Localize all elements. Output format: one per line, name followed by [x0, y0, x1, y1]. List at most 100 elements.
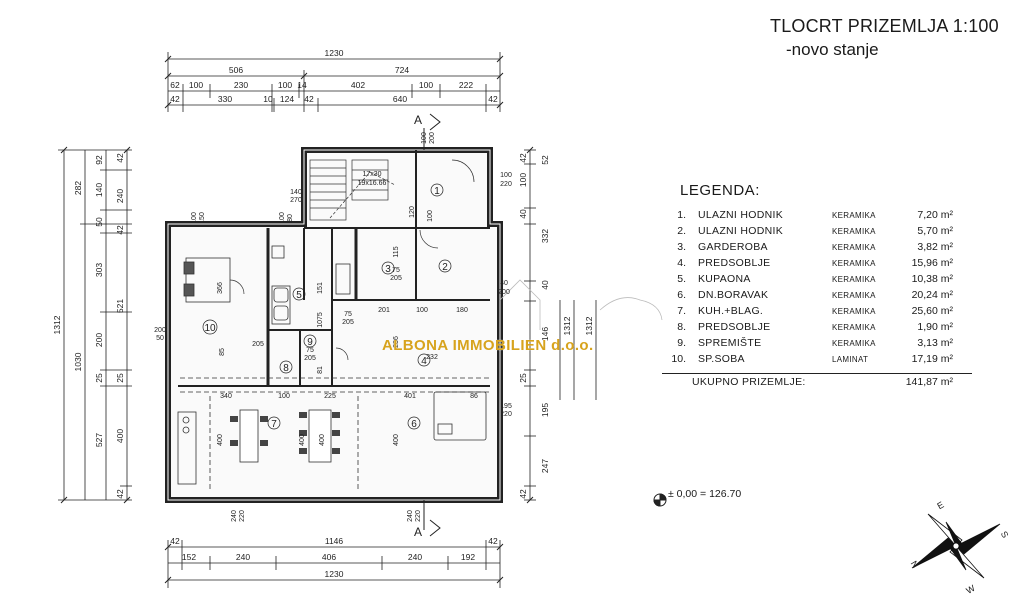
inner-dim: 220 — [500, 181, 512, 188]
dim-top-r3: 124 — [280, 94, 294, 104]
dim-left-outer: 1312 — [52, 315, 62, 334]
plan-graphic — [267, 416, 281, 430]
plan-graphic — [329, 171, 396, 219]
compass-w: W — [964, 583, 977, 596]
inner-dim: 400 — [393, 434, 400, 446]
dim-left-b: 527 — [94, 433, 104, 447]
dim-top-r3: 640 — [393, 94, 407, 104]
dim-right: 25 — [518, 373, 528, 383]
legend-name: GARDEROBA — [698, 241, 768, 253]
dim-top-r3: 10 — [263, 94, 273, 104]
dim-bottom-r1: 1146 — [325, 536, 344, 546]
dim-right: 332 — [540, 229, 550, 243]
legend-num: 1. — [677, 209, 686, 221]
plan-graphic — [123, 146, 131, 154]
legend-material: KERAMIKA — [832, 307, 876, 316]
plan-graphic — [499, 279, 663, 330]
legend-name: ULAZNI HODNIK — [698, 209, 783, 221]
inner-dim: 17x30 — [362, 171, 381, 178]
plan-graphic — [332, 448, 340, 454]
plan-graphic — [308, 409, 332, 463]
plan-graphic — [273, 287, 289, 303]
inner-dim: 200 — [154, 327, 166, 334]
plan-graphic — [335, 347, 349, 361]
dim-top-r2: 100 — [278, 80, 292, 90]
legend-name: SPREMIŠTE — [698, 337, 762, 349]
dim-left-a: 1030 — [73, 352, 83, 371]
inner-dim: 220 — [415, 510, 422, 522]
legend-material: KERAMIKA — [832, 259, 876, 268]
inner-dim: 100 — [427, 210, 434, 222]
plan-graphic — [496, 101, 504, 109]
dim-left-c: 25 — [115, 373, 125, 383]
dim-right: 146 — [540, 327, 550, 341]
legend-name: PREDSOBLJE — [698, 257, 771, 269]
inner-dim: 40 — [500, 280, 508, 287]
plan-graphic — [437, 423, 453, 435]
inner-dim: 201 — [378, 307, 390, 314]
plan-graphic — [177, 245, 487, 485]
plan-graphic — [164, 101, 172, 109]
inner-dim: 75 — [392, 267, 400, 274]
plan-graphic — [599, 297, 663, 321]
inner-dim: 140 — [290, 189, 302, 196]
dim-right: 100 — [518, 173, 528, 187]
plan-graphic — [496, 72, 504, 80]
legend-material: KERAMIKA — [832, 323, 876, 332]
plan-graphic — [182, 426, 190, 434]
legend-material: KERAMIKA — [832, 291, 876, 300]
dim-top-r1: 724 — [395, 65, 409, 75]
compass-e: E — [935, 500, 945, 512]
compass-s: S — [999, 529, 1011, 539]
inner-dim: 1075 — [317, 312, 324, 328]
legend-num: 6. — [677, 289, 686, 301]
plan-graphic — [407, 416, 421, 430]
inner-dim: 80 — [287, 214, 294, 222]
dim-right: 247 — [540, 459, 550, 473]
inner-dim: 100 — [279, 212, 286, 224]
plan-graphic — [230, 416, 238, 422]
dim-top-r2: 100 — [189, 80, 203, 90]
dim-right: 40 — [540, 280, 550, 290]
dim-bottom-r1: 42 — [488, 536, 498, 546]
plan-graphic — [164, 576, 172, 584]
dim-left-b: 25 — [94, 373, 104, 383]
plan-graphic — [300, 72, 308, 80]
dim-top-r3: 42 — [170, 94, 180, 104]
plan-graphic — [451, 159, 475, 183]
room-number: 6 — [411, 419, 417, 430]
inner-dim: 195 — [500, 403, 512, 410]
dim-bottom-r2: 240 — [236, 552, 250, 562]
legend-num: 2. — [677, 225, 686, 237]
inner-dim: 50 — [156, 335, 164, 342]
dim-left-c: 400 — [115, 429, 125, 443]
inner-dim: 19x16.66 — [358, 180, 387, 187]
dim-right: 42 — [518, 153, 528, 163]
inner-dim: 220 — [239, 510, 246, 522]
plan-graphic — [185, 257, 231, 303]
plan-graphic — [273, 305, 289, 321]
legend-num: 9. — [677, 337, 686, 349]
legend-name: KUH.+BLAG. — [698, 305, 764, 317]
inner-dim: 86 — [470, 393, 478, 400]
dim-left-c: 42 — [115, 225, 125, 235]
inner-dim: 100 — [421, 132, 428, 144]
inner-dim: 100 — [191, 212, 198, 224]
legend-name: ULAZNI HODNIK — [698, 225, 783, 237]
dim-right-outer: 1312 — [584, 316, 594, 335]
plan-graphic — [496, 543, 504, 551]
dim-top-r2: 14 — [297, 80, 307, 90]
plan-graphic: 1312 282 1030 92 140 50 303 200 25 527 4… — [52, 153, 594, 499]
plan-graphic — [299, 448, 307, 454]
inner-dim: 151 — [317, 282, 324, 294]
inner-dim: 401 — [404, 393, 416, 400]
legend-area: 15,96 m² — [911, 257, 953, 269]
legend-area: 1,90 m² — [917, 321, 953, 333]
plan-graphic — [659, 493, 667, 501]
total-value: 141,87 m² — [905, 376, 953, 388]
legend-material: LAMINAT — [832, 355, 869, 364]
legend-area: 10,38 m² — [911, 273, 953, 285]
plan-graphic — [229, 279, 245, 295]
inner-dim: 200 — [498, 289, 510, 296]
legend-num: 3. — [677, 241, 686, 253]
